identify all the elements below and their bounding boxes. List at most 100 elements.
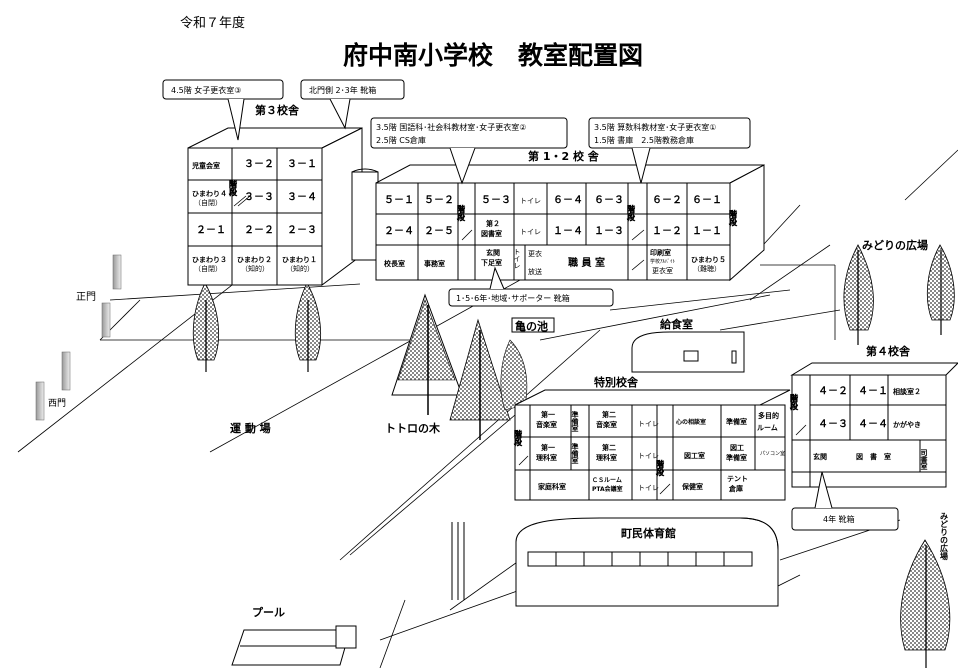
svg-text:2.5階 CS倉庫: 2.5階 CS倉庫 [376, 135, 426, 145]
svg-text:ひまわり５: ひまわり５ [691, 255, 726, 264]
svg-text:５－１: ５－１ [384, 194, 414, 206]
special-building: 特別校舎 第一 音楽室 準備室 第二 音楽室 トイレ 心の相談室 準備室 多目的… [513, 375, 791, 501]
svg-text:パソコン室: パソコン室 [760, 450, 785, 457]
svg-text:（知的）: （知的） [286, 264, 314, 273]
svg-text:相談室２: 相談室２ [893, 387, 921, 396]
stairs-icon: 階段 [228, 179, 251, 207]
stairs-icon: 階段 [789, 393, 807, 436]
svg-text:６－３: ６－３ [594, 194, 624, 206]
svg-text:第二: 第二 [602, 443, 616, 452]
svg-text:トイレ: トイレ [520, 228, 541, 236]
midori-plaza-label: みどりの広場 [862, 238, 928, 252]
svg-text:玄関: 玄関 [486, 248, 500, 257]
svg-text:学校ｱﾙﾊﾞｲﾄ: 学校ｱﾙﾊﾞｲﾄ [650, 258, 676, 265]
building-1-2: 第 1・2 校 舎 ５－１ ５－２ ５－３ トイレ ６－４ ６－３ ６－２ ６－… [375, 149, 765, 282]
svg-text:4.5階 女子更衣室③: 4.5階 女子更衣室③ [171, 85, 241, 95]
tree-icon [294, 282, 322, 372]
svg-text:階段: 階段 [656, 459, 665, 477]
svg-text:階段: 階段 [790, 393, 799, 411]
tree-icon [843, 244, 874, 345]
svg-text:準備室: 準備室 [726, 417, 747, 426]
svg-text:みどりの広場: みどりの広場 [940, 512, 949, 561]
svg-text:ひまわり１: ひまわり１ [282, 255, 317, 264]
svg-text:２－５: ２－５ [424, 225, 454, 237]
svg-text:１－１: １－１ [692, 225, 722, 237]
main-gate-label: 正門 [76, 291, 96, 303]
svg-text:更衣: 更衣 [528, 249, 542, 258]
svg-text:５－３: ５－３ [481, 194, 511, 206]
lunch-room: 給食室 [631, 317, 745, 373]
svg-text:事務室: 事務室 [424, 259, 445, 268]
svg-text:準備室: 準備室 [571, 442, 579, 465]
svg-text:放送: 放送 [528, 267, 542, 276]
svg-text:司書室: 司書室 [920, 449, 928, 471]
svg-text:（難聴）: （難聴） [693, 264, 721, 273]
svg-text:階段: 階段 [729, 209, 738, 227]
svg-text:４－２: ４－２ [818, 385, 848, 397]
svg-text:６－２: ６－２ [652, 194, 682, 206]
page-title: 府中南小学校 教室配置図 [343, 41, 643, 70]
svg-text:トイレ: トイレ [638, 420, 659, 428]
stairs-icon: 階段 階段 [513, 429, 671, 495]
svg-text:トイレ: トイレ [513, 248, 521, 269]
svg-text:理科室: 理科室 [536, 453, 557, 462]
svg-text:テント: テント [727, 475, 748, 483]
svg-text:図工: 図工 [730, 443, 744, 452]
playground-label: 運 動 場 [230, 421, 271, 435]
svg-text:１－２: １－２ [652, 225, 682, 237]
svg-text:４－３: ４－３ [818, 418, 848, 430]
pond: 亀の池 [511, 317, 555, 333]
svg-text:階段: 階段 [457, 204, 466, 222]
svg-text:２－２: ２－２ [244, 224, 274, 236]
flag-poles [451, 522, 465, 600]
building-4-label: 第４校舎 [866, 344, 911, 358]
building-3: 第３校舎 児童会室 ３－２ ３－１ ひまわり４ （自閉） ３－３ ３－４ ２－１… [187, 103, 363, 286]
callout-shoe-rack-1-5-6: 1･5･6年･地域･サポーター 靴箱 [448, 266, 614, 307]
svg-text:図工室: 図工室 [684, 451, 705, 460]
tree-icon [900, 539, 951, 668]
svg-text:児童会室: 児童会室 [191, 161, 220, 170]
svg-text:３－１: ３－１ [287, 158, 317, 170]
stairs-icon: 階段 階段 階段 [456, 204, 738, 271]
town-gym: 町民体育館 [515, 517, 779, 607]
tree-icon [192, 282, 220, 372]
svg-text:準備室: 準備室 [571, 410, 579, 433]
svg-text:保健室: 保健室 [681, 482, 703, 491]
svg-text:６－４: ６－４ [553, 194, 583, 206]
lunch-room-label: 給食室 [660, 317, 693, 331]
svg-text:北門側 2･3年 靴箱: 北門側 2･3年 靴箱 [309, 85, 376, 95]
callout-4th-grade-shoes: 4年 靴箱 [791, 471, 899, 531]
svg-text:（知的）: （知的） [241, 264, 269, 273]
svg-text:更衣室: 更衣室 [652, 266, 673, 275]
svg-text:階段: 階段 [514, 429, 523, 447]
callout-japanese-social-materials: 3.5階 国語科･社会科教材室･女子更衣室② 2.5階 CS倉庫 [370, 117, 568, 185]
svg-text:ルーム: ルーム [757, 424, 778, 432]
west-gate-label: 西門 [48, 398, 66, 409]
svg-text:２－１: ２－１ [196, 224, 226, 236]
building-1-2-label: 第 1・2 校 舎 [528, 149, 600, 163]
svg-text:６－１: ６－１ [692, 194, 722, 206]
svg-text:４－１: ４－１ [858, 385, 888, 397]
svg-text:（自閉）: （自閉） [194, 198, 222, 207]
svg-text:職 員 室: 職 員 室 [568, 256, 605, 269]
svg-text:トイレ: トイレ [638, 452, 659, 460]
pool: プール [231, 605, 357, 666]
tree-icon [927, 244, 955, 335]
svg-text:ひまわり３: ひまわり３ [192, 255, 227, 264]
callout-math-materials: 3.5階 算数科教材室･女子更衣室① 1.5階 書庫 2.5階教務倉庫 [588, 117, 751, 184]
svg-text:かがやき: かがやき [893, 420, 921, 429]
west-gate: 西門 [35, 351, 71, 421]
svg-text:１－４: １－４ [553, 225, 583, 237]
svg-text:４－４: ４－４ [858, 418, 888, 430]
svg-text:音楽室: 音楽室 [596, 420, 617, 429]
svg-text:（自閉）: （自閉） [194, 264, 222, 273]
special-building-label: 特別校舎 [594, 375, 639, 389]
svg-text:ＣＳルーム: ＣＳルーム [592, 476, 622, 484]
svg-text:トイレ: トイレ [638, 484, 659, 492]
svg-text:下足室: 下足室 [481, 258, 502, 267]
svg-text:第二: 第二 [602, 410, 616, 419]
svg-text:図書室: 図書室 [481, 229, 502, 238]
svg-text:多目的: 多目的 [758, 411, 779, 420]
svg-text:音楽室: 音楽室 [536, 420, 557, 429]
